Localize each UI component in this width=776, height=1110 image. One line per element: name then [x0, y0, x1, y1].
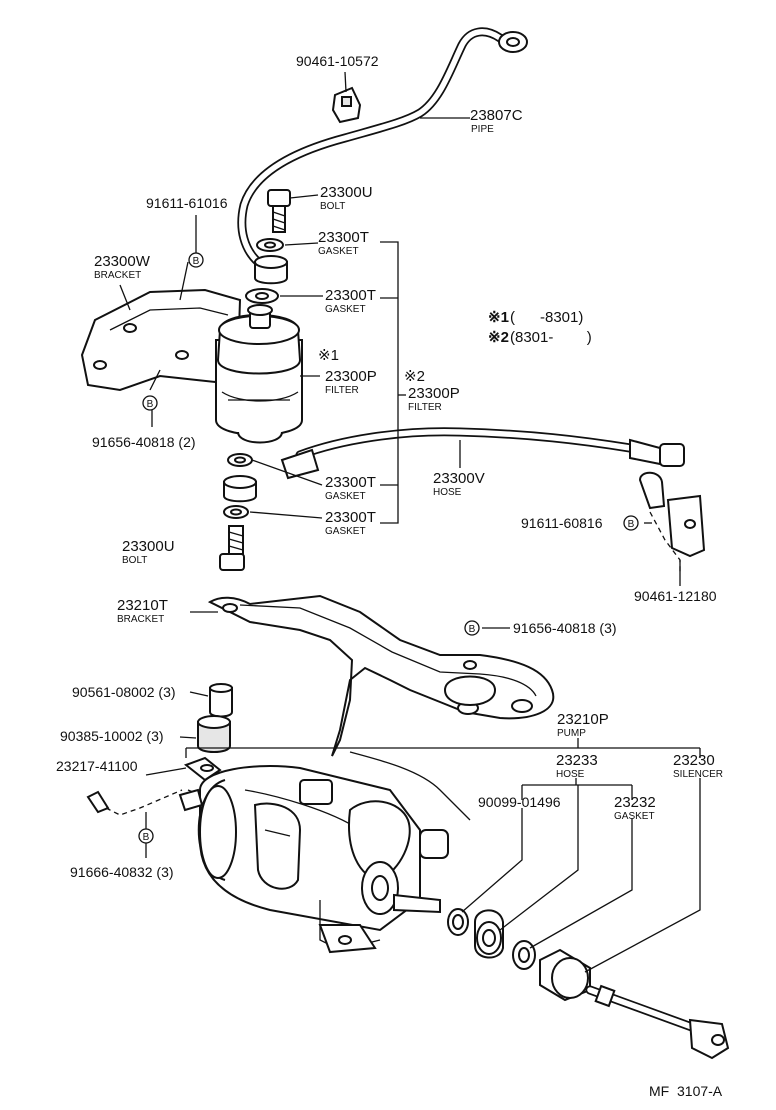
part-number-gasket-4: 23300T: [325, 509, 376, 526]
part-number-gasket-3: 23300T: [325, 474, 376, 491]
plug-drawing: [86, 789, 183, 816]
part-number-gasket-p: 23232: [614, 794, 656, 811]
part-number-pump: 23210P: [557, 711, 609, 728]
legend: ※1 ( -8301) ※2 (8301- ): [488, 309, 592, 346]
part-number-hose-v: 23300V: [433, 470, 485, 487]
leader-lines: [119, 71, 701, 973]
part-number-clamp-top: 90461-10572: [296, 53, 379, 69]
part-number-bolt-bottom: 23300U: [122, 538, 175, 555]
part-name-bracket-w: BRACKET: [94, 270, 141, 281]
part-name-gasket-3: GASKET: [325, 491, 366, 502]
illustration: [80, 27, 730, 1060]
lower-gaskets-drawing: [219, 453, 257, 571]
part-name-silencer: SILENCER: [673, 769, 723, 780]
b-marker: B: [142, 395, 158, 411]
part-number-hose: 23233: [556, 752, 598, 769]
part-name-bracket-t: BRACKET: [117, 614, 164, 625]
part-name-filter-2: FILTER: [408, 402, 442, 413]
part-number-filter-1: 23300P: [325, 368, 377, 385]
pump-bracket-drawing: [207, 594, 555, 757]
part-name-bolt-bottom: BOLT: [122, 555, 147, 566]
fuel-pump-drawing: [178, 751, 471, 954]
filter-ref-2-mark: ※2: [404, 368, 425, 385]
part-number-screw: 91611-61016: [146, 195, 228, 211]
part-number-ring: 90099-01496: [478, 794, 561, 810]
svg-text:B: B: [143, 832, 150, 843]
part-name-hose: HOSE: [556, 769, 585, 780]
part-name-gasket-2: GASKET: [325, 304, 366, 315]
part-name-gasket-4: GASKET: [325, 526, 366, 537]
part-number-bracket-t: 23210T: [117, 597, 168, 614]
filter-ref-1-mark: ※1: [318, 347, 339, 364]
part-number-gasket-2: 23300T: [325, 287, 376, 304]
part-number-gasket-1: 23300T: [318, 229, 369, 246]
part-number-bolt-b3: 91656-40818 (3): [513, 620, 617, 636]
b-markers: B B B B B: [138, 252, 639, 844]
collar-cushion-drawing: [197, 683, 233, 753]
part-number-plug: 23217-41100: [56, 758, 138, 774]
svg-text:B: B: [628, 519, 635, 530]
fuel-pipe-drawing: [237, 27, 528, 267]
b-marker: B: [623, 515, 639, 531]
part-name-pipe: PIPE: [471, 124, 494, 135]
b-marker: B: [138, 828, 154, 844]
pipe-clamp-drawing: [331, 86, 362, 124]
part-name-pump: PUMP: [557, 728, 586, 739]
filter-bracket-drawing: [80, 261, 242, 392]
diagram-code: MF 3107-A: [649, 1083, 723, 1099]
filter-hose-drawing: [280, 427, 685, 480]
part-name-filter-1: FILTER: [325, 385, 359, 396]
part-number-bolt-left: 91656-40818 (2): [92, 434, 196, 450]
union-bolt-top-drawing: [254, 189, 291, 285]
part-number-clamp-right: 90461-12180: [634, 588, 717, 604]
part-number-pipe: 23807C: [470, 107, 523, 124]
part-number-filter-2: 23300P: [408, 385, 460, 402]
svg-text:B: B: [147, 399, 154, 410]
part-number-bracket-w: 23300W: [94, 253, 151, 270]
legend-ref-2-text: (8301- ): [510, 329, 592, 346]
part-name-hose-v: HOSE: [433, 487, 462, 498]
part-number-silencer: 23230: [673, 752, 715, 769]
part-number-bolt-top: 23300U: [320, 184, 373, 201]
svg-text:B: B: [469, 624, 476, 635]
part-number-collar: 90561-08002 (3): [72, 684, 176, 700]
b-marker: B: [464, 620, 480, 636]
fuel-filter-drawing: [215, 288, 303, 444]
part-name-gasket-1: GASKET: [318, 246, 359, 257]
legend-ref-2-mark: ※2: [488, 329, 509, 346]
svg-text:B: B: [193, 256, 200, 267]
legend-ref-1-text: ( -8301): [510, 309, 583, 326]
b-marker: B: [188, 252, 204, 268]
pump-outlet-parts-drawing: [447, 908, 730, 1060]
part-labels: 90461-10572 23807C PIPE 23300U BOLT 9161…: [56, 53, 723, 880]
hose-clamp-drawing: [638, 471, 706, 574]
part-name-gasket-p: GASKET: [614, 811, 655, 822]
part-number-bolt-bottom-ref: 91666-40832 (3): [70, 864, 174, 880]
part-name-bolt-top: BOLT: [320, 201, 345, 212]
legend-ref-1-mark: ※1: [488, 309, 509, 326]
part-number-screw-right: 91611-60816: [521, 515, 603, 531]
part-number-cushion: 90385-10002 (3): [60, 728, 164, 744]
